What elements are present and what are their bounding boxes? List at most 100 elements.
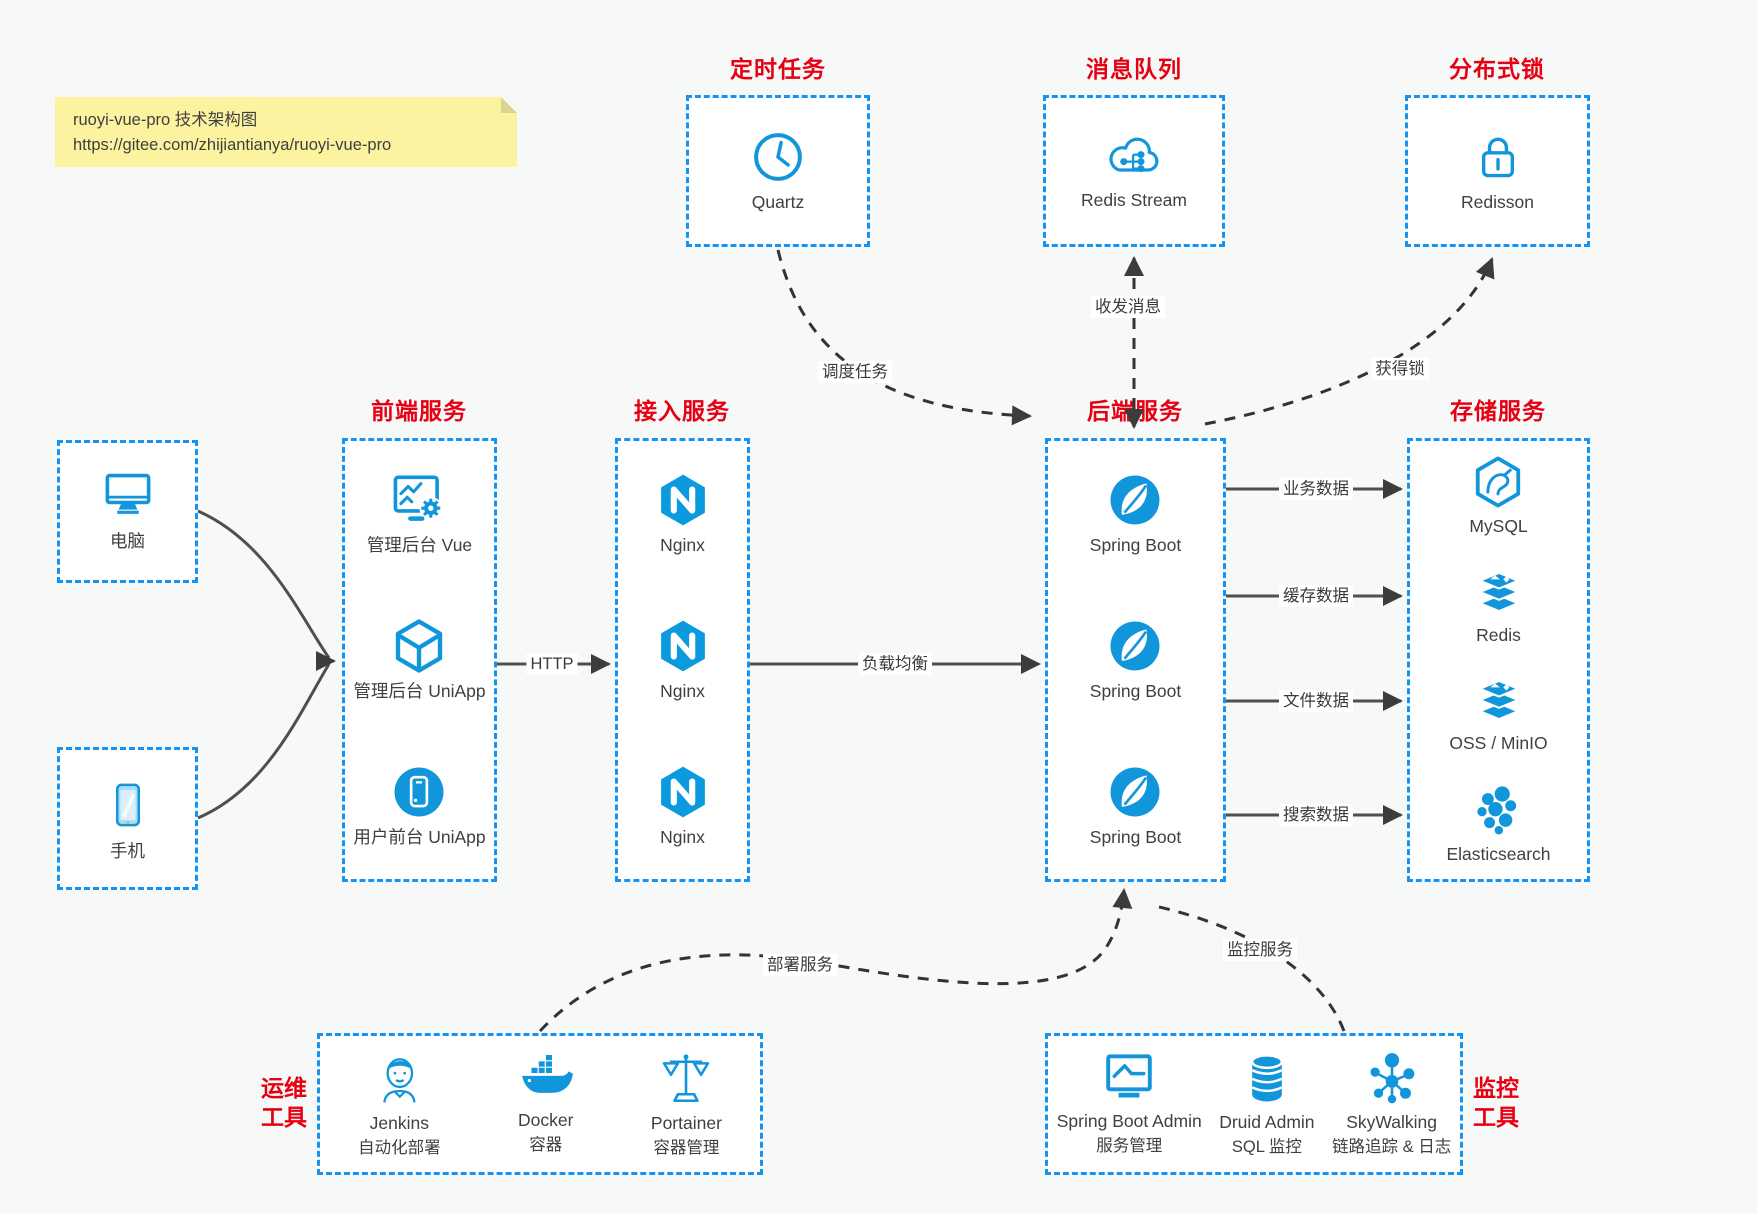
backend-box: Spring Boot Spring Boot Spring Boot [1045, 438, 1226, 882]
nginx-icon [655, 618, 711, 674]
springboot-label: Spring Boot [1089, 681, 1182, 701]
group-title-gateway: 接入服务 [634, 398, 730, 424]
quartz-item: Quartz [750, 129, 806, 213]
springboot-item-3: Spring Boot [1090, 764, 1181, 848]
skywalking-sub-label: 链路追踪 & 日志 [1332, 1138, 1452, 1156]
docker-whale-icon [517, 1053, 575, 1103]
phone-box: 手机 [57, 747, 198, 890]
edge-schedule-task [776, 249, 1032, 426]
cloud-network-icon [1104, 131, 1164, 183]
oss-minio-label: OSS / MinIO [1449, 733, 1548, 754]
jenkins-item: Jenkins 自动化部署 [358, 1050, 441, 1158]
spring-leaf-icon [1107, 472, 1163, 528]
spring-leaf-icon [1107, 618, 1163, 674]
user-uniapp-label: 用户前台 UniApp [353, 827, 486, 847]
node-graph-icon [1365, 1051, 1419, 1105]
skywalking-item: SkyWalking 链路追踪 & 日志 [1332, 1051, 1451, 1157]
pc-label: 电脑 [110, 530, 145, 551]
jenkins-butler-icon [373, 1050, 425, 1106]
spring-boot-admin-sub-label: 服务管理 [1096, 1137, 1163, 1155]
admin-vue-icon [390, 472, 448, 528]
clock-icon [750, 129, 806, 185]
monitoring-box: Spring Boot Admin 服务管理 Druid Admin SQL 监… [1045, 1033, 1463, 1175]
edge-label-acquire-lock: 获得锁 [1371, 358, 1429, 380]
edge-label-cache-data: 缓存数据 [1279, 585, 1353, 607]
lock-box: Redisson [1405, 95, 1590, 247]
nginx-item-2: Nginx [655, 618, 711, 702]
gateway-box: Nginx Nginx Nginx [615, 438, 750, 882]
docker-sub-label: 容器 [529, 1136, 563, 1154]
group-title-backend: 后端服务 [1087, 398, 1183, 424]
jenkins-label: Jenkins [369, 1113, 429, 1133]
oss-minio-item: OSS / MinIO [1449, 674, 1548, 754]
padlock-icon [1471, 129, 1525, 185]
redisson-label: Redisson [1461, 192, 1534, 212]
springboot-label: Spring Boot [1089, 535, 1182, 555]
druid-admin-item: Druid Admin SQL 监控 [1219, 1051, 1315, 1157]
spring-boot-admin-item: Spring Boot Admin 服务管理 [1057, 1052, 1202, 1156]
docker-item: Docker 容器 [517, 1053, 575, 1155]
group-title-scheduler: 定时任务 [730, 56, 826, 82]
mq-box: Redis Stream [1043, 95, 1225, 247]
phone-label: 手机 [110, 840, 145, 861]
mysql-item: MySQL [1469, 455, 1528, 537]
edge-acquire-lock [1204, 257, 1495, 426]
edge-label-deploy-service: 部署服务 [763, 954, 837, 976]
note-url: https://gitee.com/zhijiantianya/ruoyi-vu… [73, 136, 392, 154]
edge-label-http: HTTP [526, 653, 578, 675]
desktop-icon [99, 472, 157, 524]
portainer-label: Portainer [650, 1113, 722, 1133]
storage-stack-icon [1471, 674, 1527, 726]
pc-box: 电脑 [57, 440, 198, 583]
nginx-item-3: Nginx [655, 764, 711, 848]
spring-leaf-icon [1107, 764, 1163, 820]
springboot-item-2: Spring Boot [1090, 618, 1181, 702]
scheduler-box: Quartz [686, 95, 870, 247]
edge-label-schedule-task: 调度任务 [818, 361, 892, 383]
docker-label: Docker [518, 1110, 574, 1130]
redis-stream-label: Redis Stream [1080, 190, 1187, 210]
group-title-ops: 运维 工具 [261, 1075, 307, 1130]
storage-box: MySQL Redis OSS / MinIO Elasticsearch [1407, 438, 1590, 882]
skywalking-label: SkyWalking [1346, 1112, 1437, 1132]
sticky-note: ruoyi-vue-pro 技术架构图 https://gitee.com/zh… [55, 97, 517, 167]
admin-uniapp-item: 管理后台 UniApp [353, 618, 486, 702]
portainer-scales-icon [660, 1050, 712, 1106]
admin-vue-item: 管理后台 Vue [367, 472, 472, 556]
druid-admin-sub-label: SQL 监控 [1231, 1138, 1302, 1156]
group-title-lock: 分布式锁 [1449, 56, 1545, 82]
edge-label-business-data: 业务数据 [1279, 478, 1353, 500]
edge-pc-to-frontend [197, 509, 331, 659]
mobile-icon [105, 776, 151, 834]
group-title-frontend: 前端服务 [371, 398, 467, 424]
elasticsearch-cluster-icon [1471, 783, 1525, 837]
quartz-label: Quartz [751, 192, 805, 212]
mysql-label: MySQL [1469, 516, 1528, 537]
nginx-icon [655, 472, 711, 528]
druid-admin-label: Druid Admin [1219, 1112, 1315, 1132]
portainer-sub-label: 容器管理 [653, 1139, 720, 1157]
portainer-item: Portainer 容器管理 [651, 1050, 722, 1158]
uniapp-phone-icon [391, 764, 447, 820]
admin-uniapp-label: 管理后台 UniApp [353, 681, 486, 701]
nginx-label: Nginx [660, 535, 705, 555]
edge-label-load-balance: 负载均衡 [858, 653, 932, 675]
frontend-box: 管理后台 Vue 管理后台 UniApp 用户前台 UniApp [342, 438, 497, 882]
redis-item: Redis [1471, 566, 1527, 646]
redis-label: Redis [1476, 624, 1521, 645]
edge-label-search-data: 搜索数据 [1279, 804, 1353, 826]
redisson-item: Redisson [1461, 129, 1534, 213]
user-uniapp-item: 用户前台 UniApp [353, 764, 486, 848]
pc-item: 电脑 [99, 472, 157, 552]
redis-stream-item: Redis Stream [1081, 131, 1187, 211]
monitor-chart-icon [1101, 1052, 1157, 1104]
jenkins-sub-label: 自动化部署 [358, 1139, 441, 1157]
database-icon [1242, 1051, 1292, 1105]
note-title: ruoyi-vue-pro 技术架构图 [73, 111, 258, 129]
nginx-label: Nginx [660, 827, 705, 847]
mysql-dolphin-icon [1471, 455, 1525, 509]
springboot-item-1: Spring Boot [1090, 472, 1181, 556]
group-title-storage: 存储服务 [1450, 398, 1546, 424]
edge-label-file-data: 文件数据 [1279, 690, 1353, 712]
